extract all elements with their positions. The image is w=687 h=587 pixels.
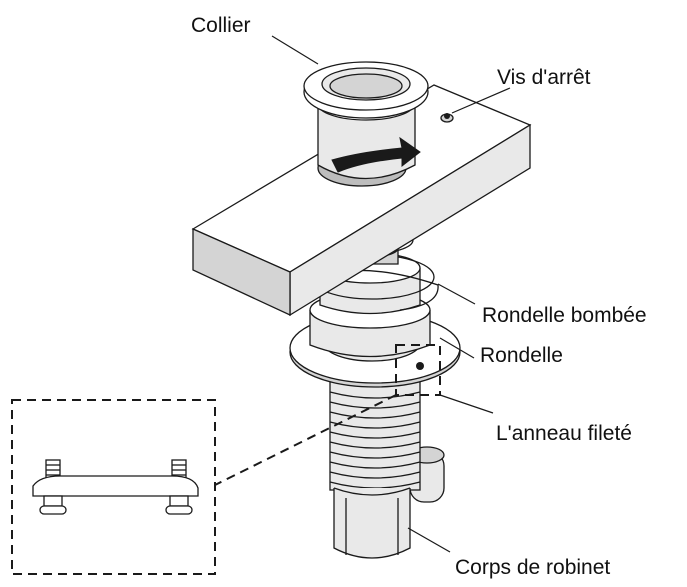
leader-rondelle xyxy=(439,337,475,359)
leader-rondelle-bombee xyxy=(437,283,476,305)
detail-leader-line xyxy=(214,394,397,486)
leader-collier xyxy=(271,35,319,65)
label-vis-arret: Vis d'arrêt xyxy=(497,66,591,89)
detail-inset-box xyxy=(11,399,216,575)
detail-marker-box xyxy=(395,344,441,396)
label-corps-robinet: Corps de robinet xyxy=(455,556,610,579)
label-rondelle: Rondelle xyxy=(480,344,563,367)
leader-corps-robinet xyxy=(407,527,451,553)
label-rondelle-bombee: Rondelle bombée xyxy=(482,304,647,327)
set-screw xyxy=(440,113,454,123)
collier-collar xyxy=(303,61,429,180)
ring-screw xyxy=(416,362,424,370)
inset-threaded-ring xyxy=(32,459,199,515)
leader-vis-arret xyxy=(451,87,511,114)
faucet-body xyxy=(329,379,445,559)
label-anneau-filete: L'anneau fileté xyxy=(496,422,632,445)
leader-anneau-filete xyxy=(439,394,494,414)
label-collier: Collier xyxy=(191,14,251,37)
